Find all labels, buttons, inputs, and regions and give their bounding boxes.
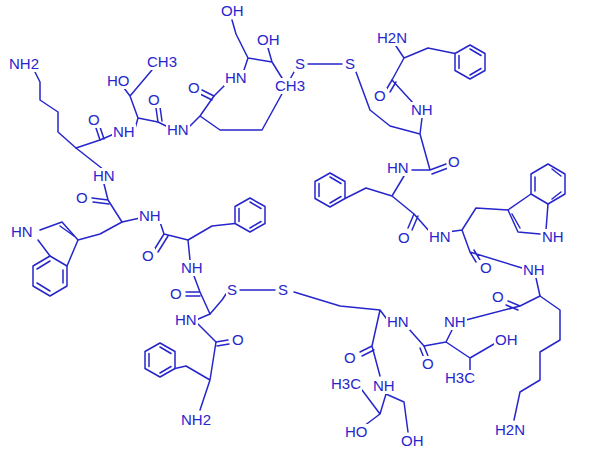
- atom-label: NH: [180, 260, 204, 276]
- atom-label: O: [343, 350, 357, 366]
- atom-label: NH2: [180, 412, 212, 428]
- atom-label: CH3: [274, 78, 306, 94]
- atom-label: HN: [224, 70, 248, 86]
- atom-label: HN: [166, 122, 190, 138]
- atom-label: S: [277, 282, 289, 298]
- atom-label: O: [187, 80, 201, 96]
- atom-label: NH: [410, 102, 434, 118]
- atom-label: H3C: [444, 370, 476, 386]
- atom-label: S: [226, 282, 238, 298]
- atom-label: H3C: [330, 376, 362, 392]
- atom-label: HN: [92, 168, 116, 184]
- atom-label: O: [87, 112, 101, 128]
- atom-label: NH: [541, 229, 565, 245]
- atom-label: HO: [344, 424, 369, 440]
- atom-label: NH: [372, 378, 396, 394]
- atom-label: OH: [256, 32, 281, 48]
- atom-label: HN: [10, 224, 34, 240]
- atom-label: HN: [428, 229, 452, 245]
- atom-label: S: [294, 56, 306, 72]
- atom-label: O: [421, 356, 435, 372]
- atom-label: OH: [400, 433, 425, 449]
- atom-label: O: [491, 289, 505, 305]
- atom-label: H2N: [494, 422, 526, 438]
- atom-label: H2N: [376, 30, 408, 46]
- atom-label: NH: [522, 262, 546, 278]
- atom-label: O: [169, 286, 183, 302]
- atom-label: NH2: [8, 56, 40, 72]
- atom-label: O: [231, 332, 245, 348]
- atom-label: S: [344, 56, 356, 72]
- atom-label: O: [147, 92, 161, 108]
- atom-label: O: [75, 190, 89, 206]
- atom-label: HN: [174, 312, 198, 328]
- atom-label: O: [141, 248, 155, 264]
- atom-label: O: [397, 230, 411, 246]
- atom-label: NH: [138, 208, 162, 224]
- atom-label: NH: [443, 314, 467, 330]
- atom-label: CH3: [146, 54, 178, 70]
- atom-label: HN: [386, 160, 410, 176]
- atom-label: HO: [106, 73, 131, 89]
- atom-label: O: [447, 154, 461, 170]
- atom-label: NH: [112, 124, 136, 140]
- atom-label: O: [479, 260, 493, 276]
- atom-label: OH: [494, 332, 519, 348]
- atom-label: O: [373, 88, 387, 104]
- atom-label: OH: [220, 3, 245, 19]
- atom-label: HN: [386, 314, 410, 330]
